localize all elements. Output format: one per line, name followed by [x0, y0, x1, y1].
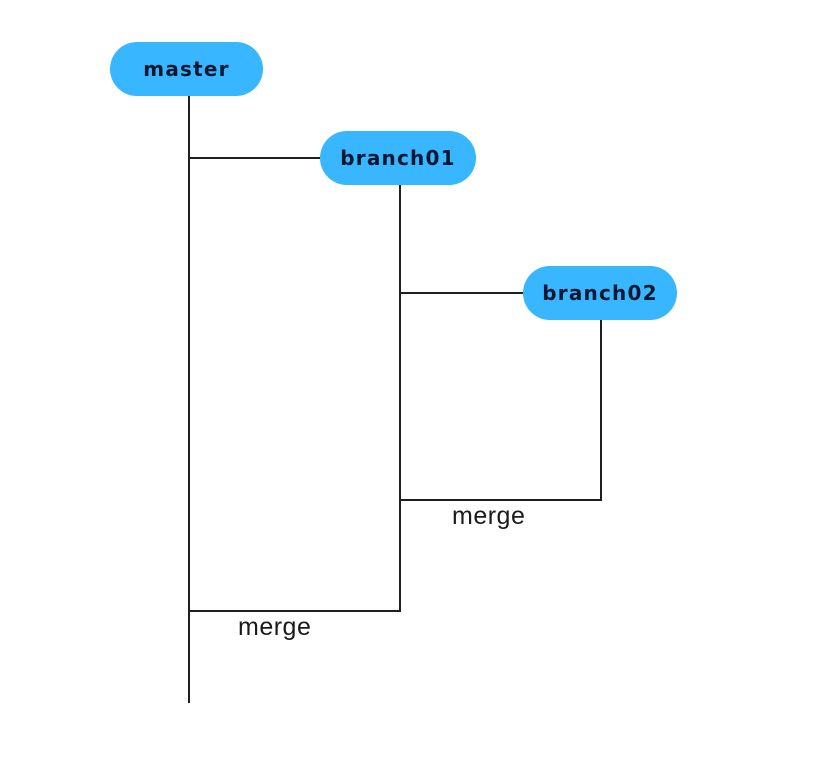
branch02-fork-line: [399, 292, 527, 294]
merge-label-branch02: merge: [452, 502, 526, 530]
branch02-line: [600, 318, 602, 501]
master-node: master: [110, 42, 263, 96]
branch01-merge-line: [188, 610, 401, 612]
branch01-node: branch01: [320, 131, 476, 185]
branch01-fork-line: [188, 157, 324, 159]
merge-label-branch01: merge: [238, 613, 312, 641]
master-line: [188, 95, 190, 703]
branch02-merge-line: [399, 499, 602, 501]
branch01-line: [399, 184, 401, 612]
branch02-node: branch02: [523, 266, 677, 320]
